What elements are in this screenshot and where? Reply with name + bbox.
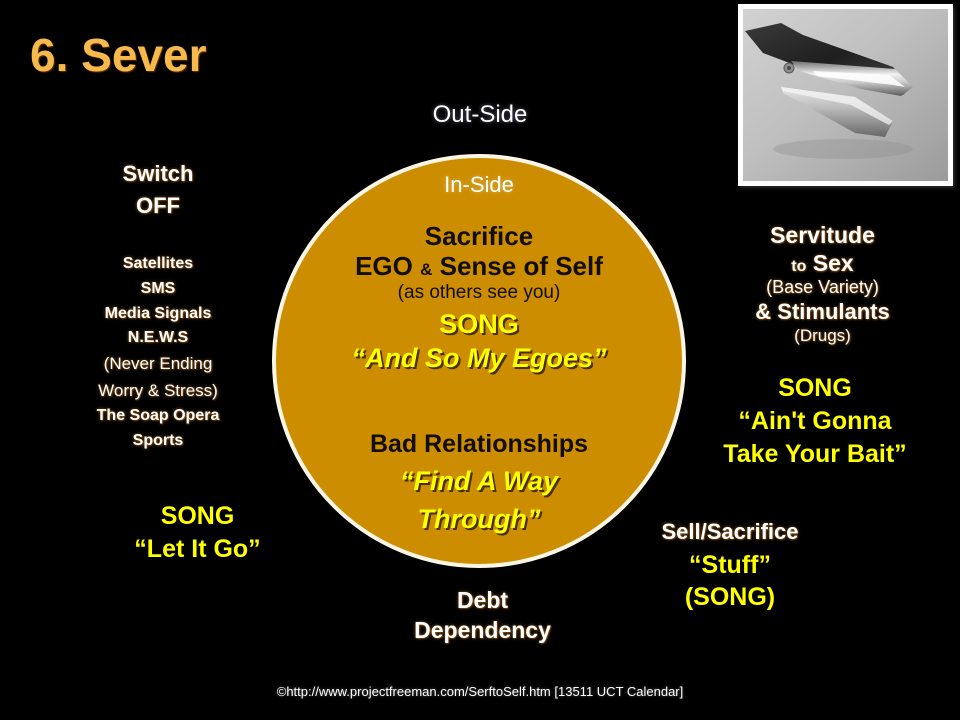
servitude-base-variety: (Base Variety): [766, 277, 879, 298]
circle-song-title: “And So My Egoes”: [351, 342, 607, 373]
sell-sacrifice-block: Sell/Sacrifice “Stuff” (SONG): [630, 518, 830, 614]
circle-as-others: (as others see you): [397, 282, 561, 304]
page-title: 6. Sever: [30, 29, 207, 81]
off-label: OFF: [136, 192, 180, 218]
sell-sacrifice-stuff: “Stuff”: [689, 550, 771, 579]
servitude-to-sex: to Sex: [695, 249, 950, 277]
list-item: (Never Ending: [103, 354, 213, 374]
right-song-line2: Take Your Bait”: [723, 440, 907, 468]
debt-dependency-block: Debt Dependency: [380, 586, 585, 646]
servitude-label: Servitude: [770, 222, 875, 248]
servitude-stimulants: & Stimulants: [755, 299, 890, 325]
left-song-block: SONG “Let It Go”: [85, 500, 310, 565]
circle-ego-amp: &: [420, 259, 433, 279]
switch-label: Switch: [122, 161, 194, 186]
circle-ego-prefix: EGO: [355, 250, 413, 281]
left-song-label: SONG: [160, 502, 235, 530]
circle-sacrifice: Sacrifice: [424, 221, 534, 251]
circle-ego-suffix: Sense of Self: [439, 250, 603, 281]
scissors-photo: [743, 9, 948, 181]
list-item: N.E.W.S: [127, 329, 189, 347]
inside-label: In-Side: [444, 172, 514, 197]
circle-ego-line: EGO & Sense of Self: [280, 250, 678, 282]
circle-find-line2: Through”: [417, 504, 541, 535]
circle-song-label: SONG: [439, 308, 519, 339]
list-item: Sports: [132, 431, 184, 449]
outside-label: Out-Side: [432, 101, 528, 128]
footer-credit: ©http://www.projectfreeman.com/SerftoSel…: [276, 684, 684, 699]
sell-sacrifice-song: (SONG): [684, 583, 776, 612]
circle-text-lower: Bad Relationships “Find A Way Through”: [280, 430, 678, 537]
left-song-title: “Let It Go”: [134, 534, 261, 563]
servitude-drugs: (Drugs): [794, 325, 851, 345]
inside-circle: [272, 154, 686, 568]
circle-find-line1: “Find A Way: [399, 465, 558, 496]
debt-label: Debt: [456, 587, 509, 613]
circle-bad-relationships: Bad Relationships: [369, 430, 589, 458]
dependency-label: Dependency: [414, 616, 551, 643]
list-item: The Soap Opera: [96, 406, 220, 424]
left-distraction-list: Satellites SMS Media Signals N.E.W.S (Ne…: [48, 252, 268, 453]
right-song-block: SONG “Ain't Gonna Take Your Bait”: [680, 372, 950, 471]
scissors-photo-frame: [738, 4, 953, 186]
sell-sacrifice-label: Sell/Sacrifice: [661, 519, 799, 544]
right-song-label: SONG: [778, 374, 852, 402]
servitude-block: Servitude to Sex (Base Variety) & Stimul…: [695, 221, 950, 347]
circle-text-upper: Sacrifice EGO & Sense of Self (as others…: [280, 221, 678, 375]
list-item: SMS: [140, 279, 176, 297]
list-item: Satellites: [122, 255, 194, 272]
list-item: Media Signals: [104, 304, 212, 322]
list-item: Worry & Stress): [98, 380, 218, 400]
servitude-to: to: [791, 258, 807, 276]
switch-off-block: Switch OFF: [58, 158, 258, 222]
right-song-line1: “Ain't Gonna: [738, 407, 892, 435]
servitude-sex: Sex: [812, 250, 854, 277]
